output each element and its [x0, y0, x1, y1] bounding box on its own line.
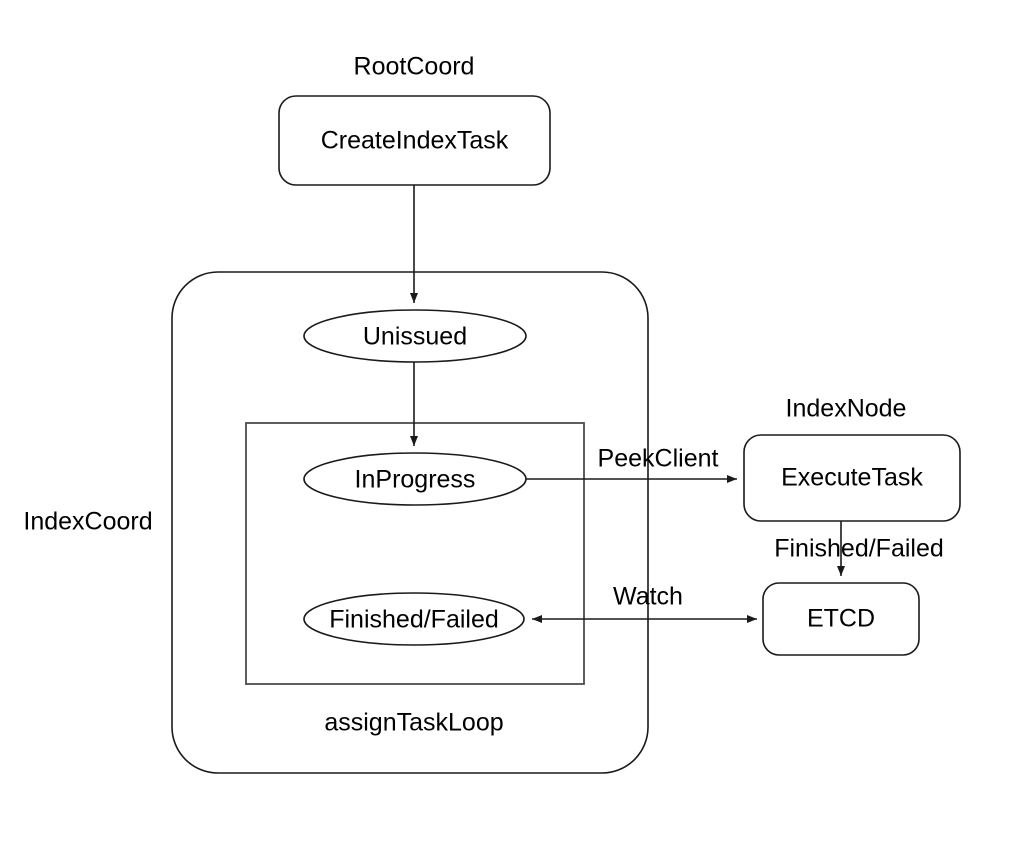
node-etcd-shape[interactable]	[762, 582, 920, 656]
group-assigntaskloop-boundary	[245, 422, 585, 685]
node-unissued-label: Unissued	[363, 323, 467, 351]
node-finishedfailed-shape[interactable]	[303, 592, 525, 646]
node-inprogress-label: InProgress	[355, 466, 476, 494]
node-executetask-shape[interactable]	[743, 434, 961, 522]
node-inprogress-shape[interactable]	[303, 452, 527, 506]
group-label-indexnode: IndexNode	[786, 395, 907, 423]
node-etcd[interactable]: ETCD	[762, 582, 920, 656]
node-createindextask-label: CreateIndexTask	[321, 127, 509, 155]
edge-label-peekclient: PeekClient	[598, 445, 719, 473]
edge-label-watch: Watch	[613, 583, 683, 611]
node-executetask-label: ExecuteTask	[781, 464, 923, 492]
node-createindextask-shape[interactable]	[278, 95, 551, 186]
edge-label-finished-failed: Finished/Failed	[774, 535, 944, 563]
node-createindextask[interactable]: CreateIndexTask	[278, 95, 551, 186]
node-etcd-label: ETCD	[807, 605, 875, 633]
node-inprogress[interactable]: InProgress	[303, 452, 527, 506]
group-label-indexcoord: IndexCoord	[23, 508, 152, 536]
node-finishedfailed-label: Finished/Failed	[329, 606, 499, 634]
node-finishedfailed[interactable]: Finished/Failed	[303, 592, 525, 646]
group-label-rootcoord: RootCoord	[354, 53, 475, 81]
node-unissued[interactable]: Unissued	[303, 309, 527, 363]
group-label-assigntaskloop: assignTaskLoop	[324, 709, 503, 737]
node-executetask[interactable]: ExecuteTask	[743, 434, 961, 522]
node-unissued-shape[interactable]	[303, 309, 527, 363]
group-indexcoord-boundary	[171, 271, 649, 774]
